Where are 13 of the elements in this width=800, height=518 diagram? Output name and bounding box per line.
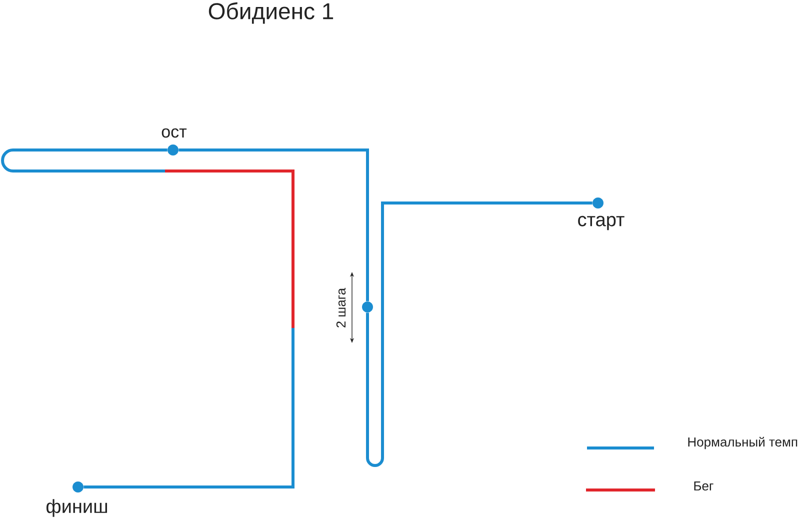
point-label: финиш (46, 499, 107, 517)
route-line (178, 148, 369, 302)
dimension-label: 2 шага (336, 288, 346, 328)
route-line (366, 202, 592, 467)
legend-label: Бег (694, 481, 714, 491)
diagram-title: Обидиенс 1 (208, 2, 334, 24)
point-label: ост (162, 128, 187, 138)
legend-label: Нормальный темп (688, 436, 798, 450)
route-dot (592, 198, 604, 208)
route-dot (168, 144, 178, 156)
route-dot (362, 302, 373, 312)
point-label: старт (578, 216, 624, 230)
route-dot (72, 482, 84, 492)
